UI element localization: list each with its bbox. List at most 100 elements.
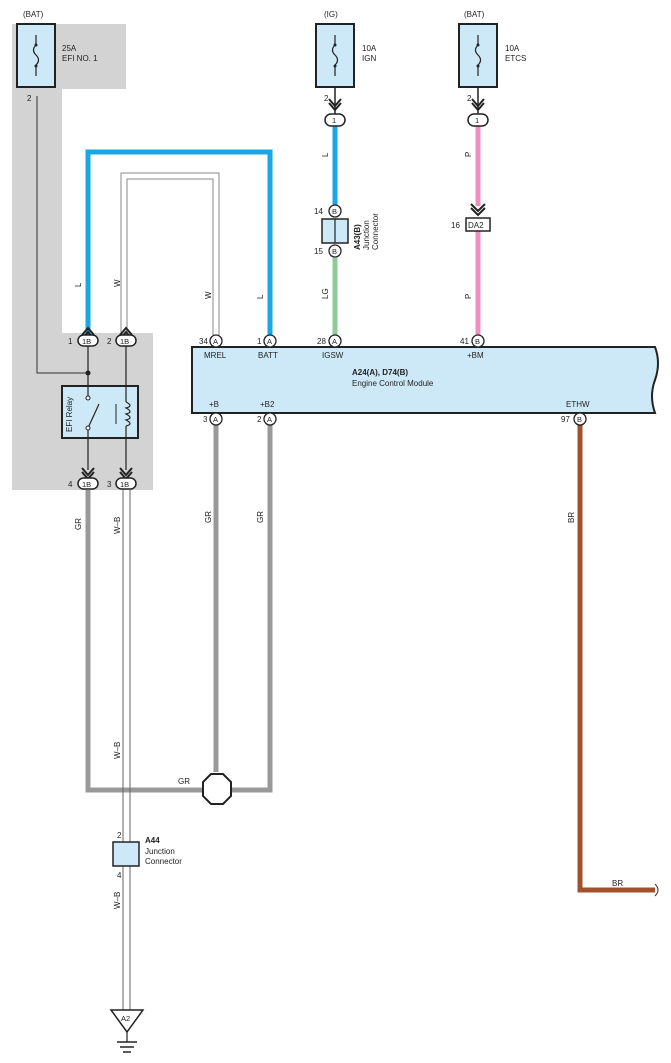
ecm-pin-mrel-label: MREL — [204, 351, 227, 360]
fuse-efi-source: (BAT) — [23, 10, 44, 19]
pill-relay-pin2 — [115, 334, 137, 347]
wire-label-wb-lower: W–B — [113, 892, 122, 909]
wire-label-br-vert: BR — [567, 512, 576, 523]
wire-label-gr-plusb2: GR — [256, 511, 265, 523]
wire-label-p-lower: P — [464, 294, 473, 299]
junction-a44-box — [112, 841, 140, 867]
fuse-ign-rating: 10A — [362, 44, 377, 53]
fuse-ign-conn: 1 — [332, 116, 336, 125]
relay-pin-br-conn: 1B — [120, 480, 129, 489]
fuse-etcs-source: (BAT) — [464, 10, 485, 19]
fuse-etcs-name: ETCS — [505, 54, 526, 63]
ecm-pin-batt-conn: A — [267, 337, 272, 346]
relay-pin-tr-conn: 1B — [120, 337, 129, 346]
wire-label-l-left: L — [74, 282, 83, 287]
fuse-ign-name: IGN — [362, 54, 376, 63]
fuse-efi-rating: 25A — [62, 44, 77, 53]
relay-pin-bl-conn: 1B — [82, 480, 91, 489]
wire-br — [577, 425, 655, 893]
wire-label-wb-mid: W–B — [113, 742, 122, 759]
wire-label-gr-plusb: GR — [204, 511, 213, 523]
ground-a2-symbol — [109, 1009, 145, 1034]
wire-gr-relay — [85, 490, 205, 793]
fuse-efi-pin: 2 — [27, 94, 32, 103]
a44-line1: Junction — [145, 847, 175, 856]
ecm-pin-batt-label: BATT — [258, 351, 278, 360]
ecm-pin-plusb-label: +B — [209, 400, 219, 409]
wire-w-loop-outer — [120, 172, 220, 335]
wire-gr-plusb2 — [230, 425, 273, 793]
ecm-pin-plusb2-conn: A — [267, 415, 272, 424]
a43-pin-bot: 15 — [314, 247, 323, 256]
relay-coil — [124, 401, 131, 427]
relay-pin-tl: 1 — [68, 337, 73, 346]
fuse-etcs — [458, 23, 498, 88]
ecm-code: A24(A), D74(B) — [352, 368, 408, 377]
wire-br-break — [654, 883, 659, 897]
wire-label-w-right: W — [204, 291, 213, 299]
wire-label-l-right: L — [256, 294, 265, 299]
ecm-pin-batt-num: 1 — [257, 337, 262, 346]
ecm-pin-plusb2-label: +B2 — [260, 400, 275, 409]
da2-code: DA2 — [468, 221, 484, 230]
a43-pin-top: 14 — [314, 207, 323, 216]
ecm-pin-ethw — [573, 412, 587, 426]
a44-line2: Connector — [145, 857, 182, 866]
fuse-ign-source: (IG) — [324, 10, 338, 19]
fuse-etcs-pin: 2 — [467, 94, 472, 103]
wire-label-p-upper: P — [464, 152, 473, 157]
ecm-pin-ethw-label: ETHW — [566, 400, 590, 409]
ecm-pin-bm-num: 41 — [460, 337, 469, 346]
ecm-pin-bm-conn: B — [475, 337, 480, 346]
a43-code: A43(B) — [353, 224, 362, 250]
ecm-pin-igsw-num: 28 — [317, 337, 326, 346]
ground-label: A2 — [121, 1014, 130, 1023]
ecm-pin-mrel-conn: A — [213, 337, 218, 346]
ecm-pin-plusb2 — [263, 412, 277, 426]
fuse-ign — [315, 23, 355, 88]
connector-arrow-ign — [328, 98, 342, 112]
fuse-etcs-rating: 10A — [505, 44, 520, 53]
ecm-pin-igsw-label: IGSW — [322, 351, 344, 360]
pill-relay-pin3 — [115, 477, 137, 490]
ecm-name: Engine Control Module — [352, 379, 434, 388]
ecm-pin-bm — [471, 334, 485, 348]
splice-point — [202, 773, 232, 805]
wire-w-loop-inner — [126, 178, 214, 335]
ecm-pin-plusb-conn: A — [213, 415, 218, 424]
a44-pin-bot: 4 — [117, 871, 122, 880]
a43-line1: Junction — [362, 220, 371, 250]
wire-label-gr-relay: GR — [74, 518, 83, 530]
da2-pin: 16 — [451, 221, 460, 230]
fuse-ign-pin: 2 — [324, 94, 329, 103]
a43-pin-top-conn: B — [332, 207, 337, 216]
ecm-pin-mrel-num: 34 — [199, 337, 208, 346]
relay-pin-br: 3 — [107, 480, 112, 489]
ecm-pin-plusb-num: 3 — [203, 415, 208, 424]
wire-l-loop — [85, 149, 273, 335]
ecm-pin-ethw-conn: B — [577, 415, 582, 424]
connector-da2-box — [465, 217, 491, 232]
ecm-pin-igsw — [328, 334, 342, 348]
pill-relay-pin4 — [77, 477, 99, 490]
ecm-pin-batt — [263, 334, 277, 348]
ecm-pin-bm-label: +BM — [467, 351, 484, 360]
relay-box — [61, 385, 139, 439]
a44-pin-top: 2 — [117, 831, 122, 840]
pill-relay-pin1 — [77, 334, 99, 347]
pill-ign — [324, 113, 346, 127]
fuse-efi-name: EFI NO. 1 — [62, 54, 98, 63]
wire-efi-feed — [36, 96, 88, 374]
wire-label-lg: LG — [321, 288, 330, 299]
relay-pin-bl: 4 — [68, 480, 73, 489]
relay-pin-tr: 2 — [107, 337, 112, 346]
fuse-efi-no1 — [16, 23, 56, 88]
a43-pin-bot-conn: B — [332, 247, 337, 256]
ecm-pin-plusb2-num: 2 — [257, 415, 262, 424]
wire-label-w-left: W — [113, 279, 122, 287]
wire-label-wb-upper: W–B — [113, 517, 122, 534]
ecm-box — [191, 346, 659, 414]
wire-label-br-horiz: BR — [612, 879, 623, 888]
connector-arrow-etcs — [471, 98, 485, 112]
